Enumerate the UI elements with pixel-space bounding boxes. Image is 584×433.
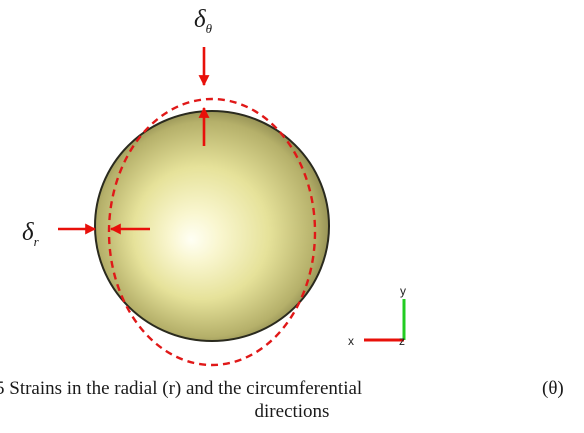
y-axis-label: y [400,284,406,298]
delta-r-label: δr [22,219,40,249]
deformed-outline [107,97,317,367]
axis-triad: y x z [348,284,406,348]
caption-theta: (θ) [542,378,564,399]
caption-line-2: directions [254,401,330,422]
z-axis-label: z [399,334,405,348]
delta-theta-subscript: θ [206,21,213,36]
delta-r-subscript: r [34,234,40,249]
sphere [94,110,330,342]
delta-r-symbol: δ [22,219,34,246]
delta-theta-symbol: δ [194,6,206,33]
delta-theta-label: δθ [194,6,213,36]
x-axis-label: x [348,334,354,348]
caption-line-1: 5 Strains in the radial (r) and the circ… [0,378,363,399]
